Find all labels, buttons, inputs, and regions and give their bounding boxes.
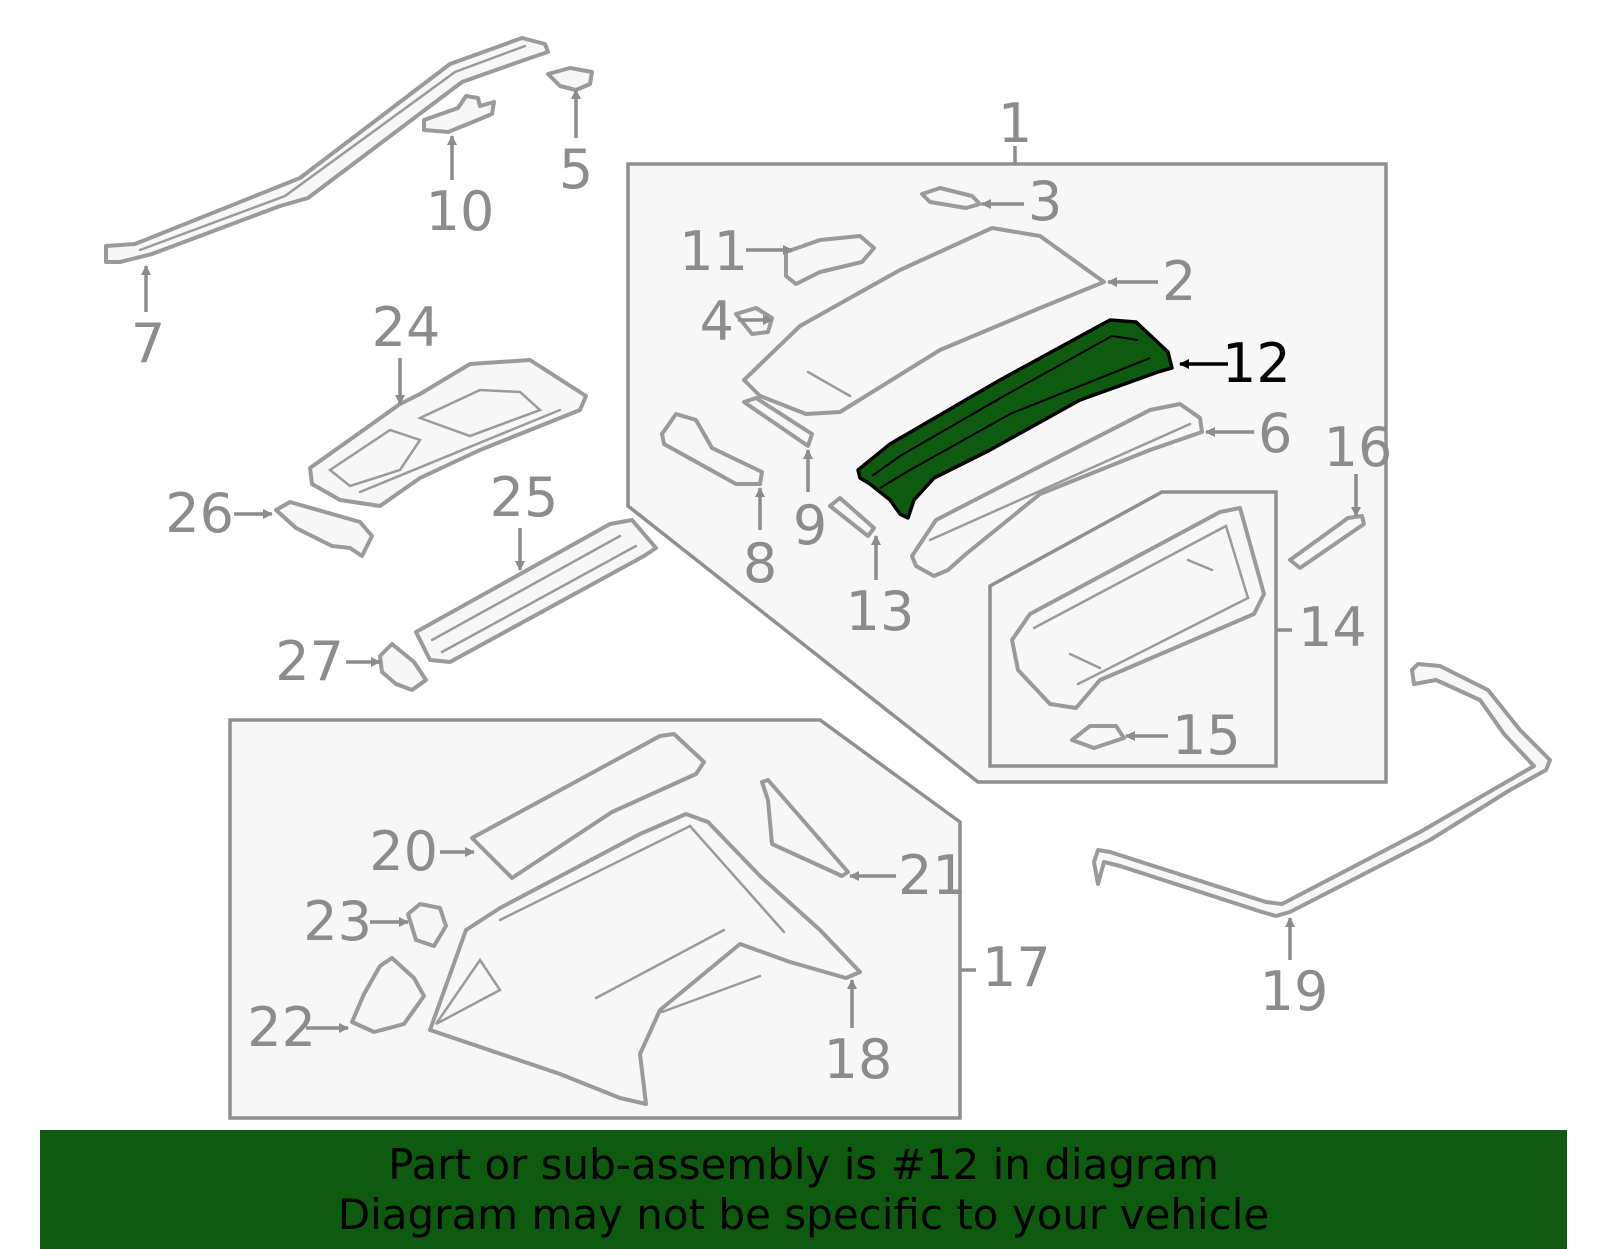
notice-banner: Part or sub-assembly is #12 in diagram D… xyxy=(40,1130,1567,1249)
callout-6: 6 xyxy=(1258,402,1292,465)
callout-8: 8 xyxy=(743,532,777,595)
callout-3: 3 xyxy=(1028,170,1062,233)
callout-21: 21 xyxy=(898,844,967,907)
part-22-trim[interactable] xyxy=(350,956,426,1034)
part-23-clip[interactable] xyxy=(406,902,448,948)
callout-19: 19 xyxy=(1260,960,1329,1023)
callout-26: 26 xyxy=(165,482,234,545)
part-5-clip[interactable] xyxy=(546,66,594,92)
callout-labels: 1 2 3 4 5 6 7 8 9 10 11 12 13 14 15 16 1… xyxy=(131,92,1393,1091)
part-26-bracket[interactable] xyxy=(274,500,374,558)
callout-13: 13 xyxy=(846,580,915,643)
part-25-panel[interactable] xyxy=(414,518,658,664)
callout-25: 25 xyxy=(490,466,559,529)
callout-20: 20 xyxy=(369,820,438,883)
callout-10: 10 xyxy=(426,180,495,243)
part-21-trim[interactable] xyxy=(760,778,850,878)
banner-line-1: Part or sub-assembly is #12 in diagram xyxy=(388,1139,1219,1189)
part-8-bracket[interactable] xyxy=(660,412,764,486)
callout-1: 1 xyxy=(998,92,1032,155)
part-9-strip[interactable] xyxy=(742,396,814,448)
callout-23: 23 xyxy=(303,890,372,953)
callout-5: 5 xyxy=(559,138,593,201)
callout-18: 18 xyxy=(824,1028,893,1091)
callout-7: 7 xyxy=(131,312,165,375)
part-11-latch[interactable] xyxy=(784,234,876,286)
part-3-clip[interactable] xyxy=(920,186,982,210)
part-20-trim[interactable] xyxy=(470,732,706,880)
callout-2: 2 xyxy=(1162,250,1196,313)
part-6-trim[interactable] xyxy=(910,402,1204,578)
callout-24: 24 xyxy=(372,296,441,359)
callout-16: 16 xyxy=(1324,416,1393,479)
part-2-roof-panel[interactable] xyxy=(742,226,1106,416)
part-14-rear-window[interactable] xyxy=(1010,506,1266,710)
part-16-strip[interactable] xyxy=(1288,514,1366,570)
callout-4: 4 xyxy=(700,290,734,353)
callout-15: 15 xyxy=(1172,704,1241,767)
callout-11: 11 xyxy=(679,220,748,283)
callout-12: 12 xyxy=(1222,332,1291,395)
callout-27: 27 xyxy=(275,630,344,693)
callout-14: 14 xyxy=(1298,596,1367,659)
part-7-roof-rail[interactable] xyxy=(104,36,550,264)
part-18-storage-tub[interactable] xyxy=(428,812,862,1106)
part-19-seal[interactable] xyxy=(1092,662,1552,918)
part-12-rear-roof-panel[interactable] xyxy=(856,318,1174,520)
callout-22: 22 xyxy=(247,996,316,1059)
part-24-package-tray[interactable] xyxy=(308,358,588,508)
part-27-bracket[interactable] xyxy=(378,642,428,692)
callout-17: 17 xyxy=(982,936,1051,999)
part-15-clip[interactable] xyxy=(1070,724,1126,750)
part-13-clip[interactable] xyxy=(828,496,876,538)
banner-line-2: Diagram may not be specific to your vehi… xyxy=(337,1189,1270,1239)
leader-lines xyxy=(141,89,1361,1033)
callout-9: 9 xyxy=(793,494,827,557)
part-10-bracket[interactable] xyxy=(422,94,496,134)
